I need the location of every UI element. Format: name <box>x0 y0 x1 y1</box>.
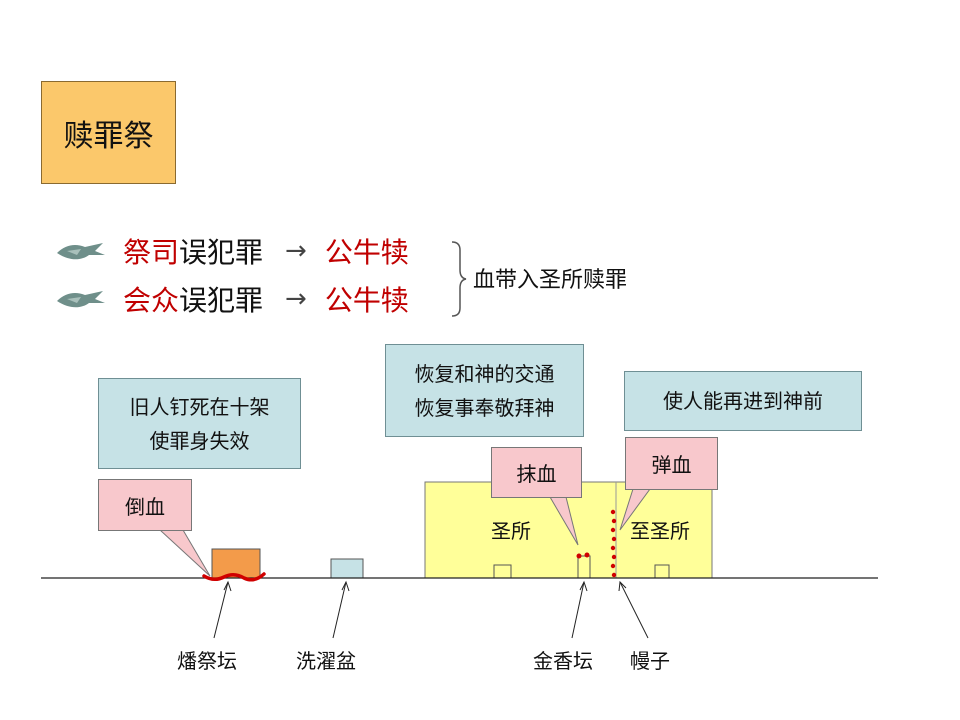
laver-icon <box>330 558 364 579</box>
bullet-line-congregation: 会众 误犯罪 → 公牛犊 <box>55 279 409 319</box>
bullet-text: 误犯罪 <box>179 236 264 269</box>
arrow-icon: → <box>285 236 307 266</box>
callout-label: 弹血 <box>651 453 692 477</box>
callout-smear-blood: 抹血 <box>491 447 582 498</box>
arrow-icon: → <box>285 284 307 314</box>
title-box: 赎罪祭 <box>41 81 176 184</box>
note-line: 恢复和神的交通 <box>414 361 555 386</box>
sprinkled-blood-mark <box>610 509 617 578</box>
altar-label: 燔祭坛 <box>177 649 237 673</box>
note-line: 旧人钉死在十架 <box>129 394 270 419</box>
bullet-offering: 公牛犊 <box>324 284 409 317</box>
blood-drop <box>584 552 590 558</box>
veil-label: 幔子 <box>630 649 670 673</box>
incense-altar-icon <box>577 555 591 579</box>
callout-pour-blood: 倒血 <box>98 479 192 531</box>
callout-label: 倒血 <box>125 494 165 519</box>
callout-label: 抹血 <box>516 462 557 486</box>
blood-drop <box>576 553 582 559</box>
dove-bullet-icon <box>57 243 105 260</box>
pointer-lines <box>213 580 649 639</box>
callout-sprinkle-blood: 弹血 <box>625 437 718 490</box>
ark-icon <box>654 564 670 579</box>
bullet-offering: 公牛犊 <box>324 236 409 269</box>
poured-blood-mark <box>202 572 266 582</box>
holy-place-label: 圣所 <box>491 519 531 543</box>
lampstand-icon <box>493 564 512 579</box>
note-line: 恢复事奉敬拜神 <box>414 395 555 420</box>
bullet-list: 祭司 误犯罪 → 公牛犊 会众 误犯罪 → 公牛犊 <box>55 231 409 319</box>
bullet-line-priest: 祭司 误犯罪 → 公牛犊 <box>55 231 409 271</box>
incense-altar-label: 金香坛 <box>533 649 593 673</box>
altar-icon <box>211 548 261 579</box>
note-cross: 旧人钉死在十架 使罪身失效 <box>98 378 301 469</box>
brace-icon <box>451 241 467 317</box>
note-line: 使罪身失效 <box>149 428 250 453</box>
bullet-text: 误犯罪 <box>179 284 264 317</box>
page-title: 赎罪祭 <box>63 118 154 154</box>
bullet-subject: 会众 <box>123 284 180 317</box>
dove-bullet-icon <box>57 291 105 308</box>
most-holy-place-label: 至圣所 <box>630 519 690 543</box>
note-fellowship: 恢复和神的交通 恢复事奉敬拜神 <box>385 344 584 437</box>
brace-label: 血带入圣所赎罪 <box>473 268 628 293</box>
note-presence: 使人能再进到神前 <box>624 371 862 431</box>
laver-label: 洗濯盆 <box>296 649 356 673</box>
tabernacle-building <box>424 481 713 579</box>
note-line: 使人能再进到神前 <box>663 389 823 413</box>
bullet-subject: 祭司 <box>123 236 180 269</box>
callout-tail <box>158 529 211 577</box>
